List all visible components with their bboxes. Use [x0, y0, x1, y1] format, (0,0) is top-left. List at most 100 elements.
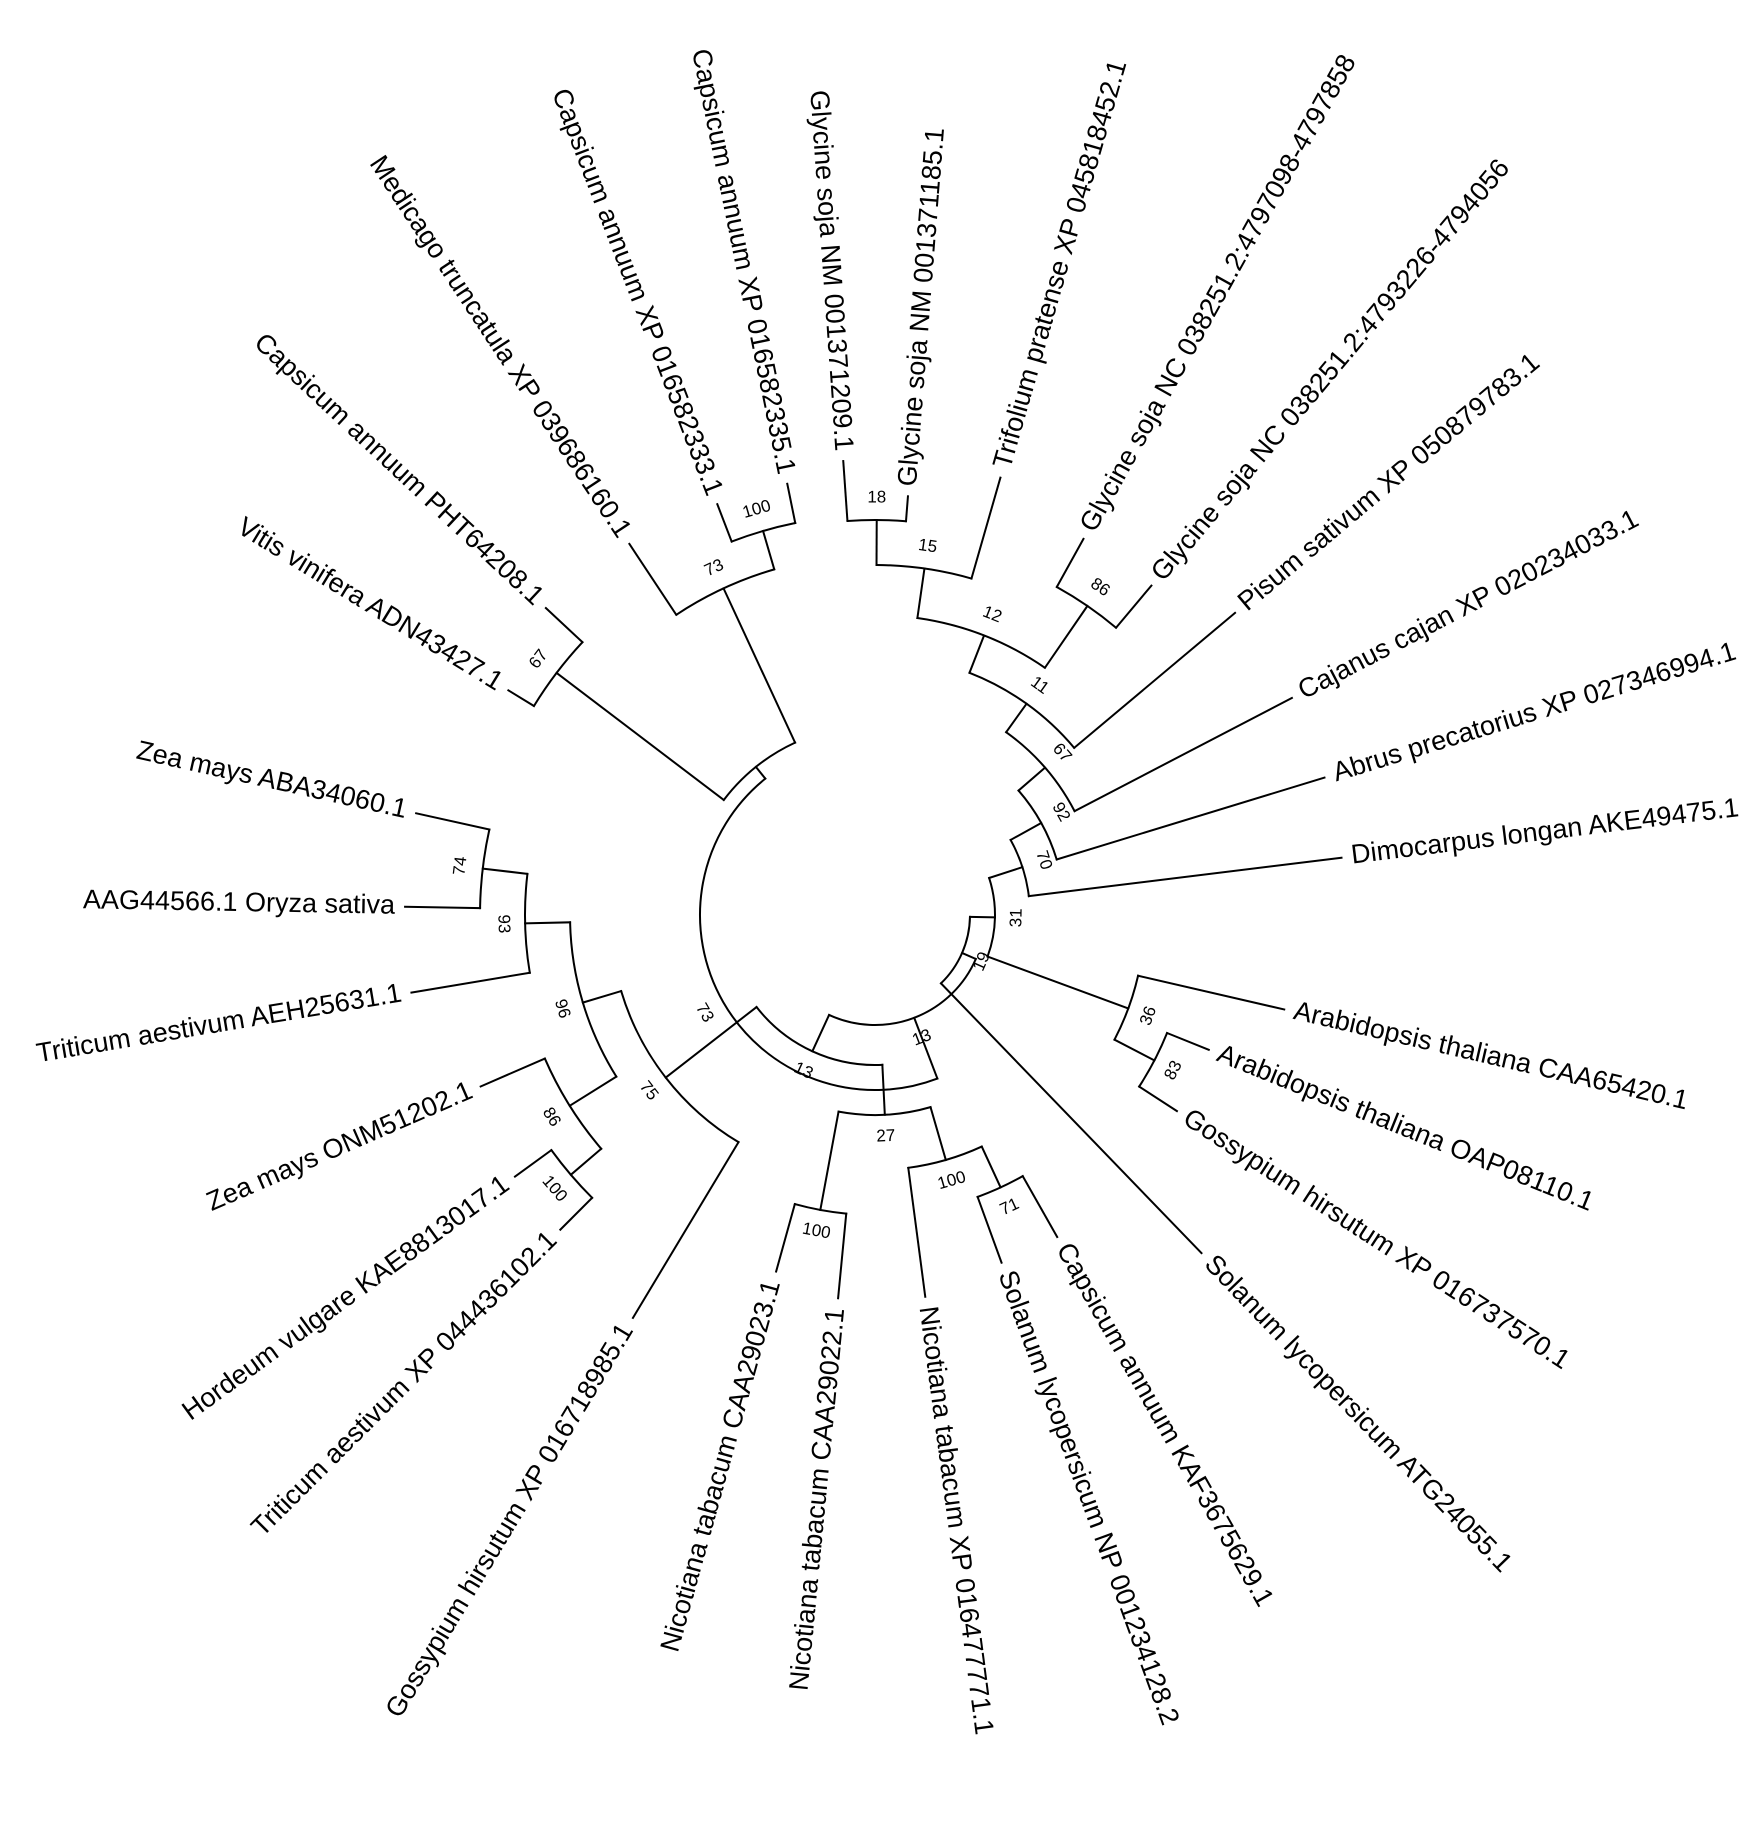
internal-branch [524, 921, 572, 925]
clade-arc [939, 915, 972, 985]
leaf-branch [716, 502, 733, 543]
leaf-branch [1165, 1031, 1211, 1052]
taxon-label: Glycine soja NM 001371209.1 [804, 89, 859, 452]
leaf-branch [1137, 1085, 1179, 1113]
internal-branch [960, 951, 978, 961]
bootstrap-value: 100 [538, 1171, 571, 1205]
leaf-branch [404, 905, 482, 910]
clade-arc [837, 1105, 932, 1116]
bootstrap-value: 96 [551, 997, 575, 1021]
bootstrap-value: 100 [740, 496, 773, 522]
bootstrap-value: 86 [539, 1104, 565, 1130]
leaf-branch [1055, 776, 1326, 861]
taxon-label: Zea mays ONM51202.1 [202, 1075, 477, 1217]
internal-branch [881, 1063, 886, 1116]
bootstrap-value: 67 [1049, 739, 1076, 766]
clade-arc [986, 876, 996, 958]
internal-branch [754, 765, 767, 781]
internal-branch [581, 989, 623, 1004]
internal-branch [1113, 1038, 1156, 1062]
taxon-label: Glycine soja NC 038251.2:4797098-4797858 [1074, 49, 1362, 536]
leaf-branch [976, 1195, 1003, 1264]
leaf-branch [410, 971, 531, 994]
clade-arc [968, 671, 1076, 750]
internal-branch [1009, 821, 1043, 842]
bootstrap-value: 12 [980, 602, 1005, 627]
clade-arc [1004, 730, 1076, 813]
internal-branch [1004, 702, 1028, 734]
clade-arc [619, 989, 740, 1144]
leaf-branch [544, 606, 584, 644]
clade-arc [755, 1005, 884, 1066]
taxon-label: Zea mays ABA34060.1 [134, 735, 410, 824]
leaf-branch [842, 460, 849, 523]
bootstrap-value: 83 [1160, 1057, 1186, 1083]
bootstrap-value: 18 [867, 487, 886, 506]
taxon-label: Trifolium pratense XP 045818452.1 [987, 56, 1133, 471]
bootstrap-values: 7313193170926711121518863683132710071100… [449, 487, 1185, 1242]
internal-branch [1017, 766, 1047, 792]
internal-branch [980, 1145, 1002, 1189]
bootstrap-value: 100 [801, 1219, 832, 1243]
internal-branch [568, 1075, 618, 1108]
internal-branch [722, 587, 797, 744]
taxon-labels: Glycine soja NM 001371209.1 Glycine soja … [34, 46, 1740, 1736]
bootstrap-value: 93 [494, 914, 513, 933]
bootstrap-value: 73 [692, 1000, 718, 1026]
leaf-branch [904, 495, 910, 523]
clade-arc [1055, 585, 1118, 630]
internal-branch [811, 1013, 831, 1053]
leaf-branch [631, 1140, 740, 1320]
internal-branch [986, 955, 1130, 1010]
clade-arc [875, 563, 973, 580]
taxon-label: Gossypium hirsutum XP 016737570.1 [1178, 1102, 1575, 1375]
taxon-label: Nicotiana tabacum XP 016477771.1 [914, 1304, 1000, 1736]
taxon-label: Triticum aestivum AEH25631.1 [34, 978, 404, 1069]
bootstrap-value: 67 [525, 646, 552, 673]
taxon-label: Dimocarpus longan AKE49475.1 [1349, 792, 1740, 869]
tree-branches [404, 460, 1343, 1320]
leaf-branch [1114, 584, 1153, 630]
leaf-branch [479, 1057, 547, 1088]
clade-arc [524, 872, 531, 974]
clade-arc [1137, 1031, 1169, 1088]
bootstrap-value: 100 [935, 1167, 968, 1193]
leaf-branch [1021, 1174, 1059, 1239]
leaf-branch [1055, 537, 1085, 589]
internal-branch [555, 671, 726, 802]
leaf-branch [1073, 696, 1294, 813]
clade-arc [674, 568, 776, 617]
clade-arc [1009, 838, 1030, 898]
taxon-label: Solanum lycopersicum NP 001234128.2 [993, 1266, 1186, 1729]
clade-arc [479, 828, 491, 910]
bootstrap-value: 73 [701, 555, 726, 580]
leaf-branch [774, 1202, 797, 1273]
internal-branch [664, 1005, 758, 1079]
bootstrap-value: 27 [876, 1126, 896, 1146]
leaf-branch [628, 542, 678, 617]
bootstrap-value: 86 [1087, 574, 1113, 600]
taxon-label: AAG44566.1 Oryza sativa [83, 884, 397, 919]
bootstrap-value: 13 [909, 1025, 933, 1049]
taxon-label: Glycine soja NM 001371185.1 [892, 126, 950, 487]
taxon-label: Nicotiana tabacum CAA29023.1 [655, 1277, 787, 1655]
bootstrap-value: 19 [969, 949, 994, 974]
clade-arc [532, 640, 584, 708]
clade-arc [907, 1145, 984, 1169]
leaf-branch [786, 482, 797, 525]
leaf-branch [1136, 974, 1286, 1011]
clade-arc [699, 777, 939, 1091]
leaf-branch [506, 688, 536, 708]
bootstrap-value: 71 [997, 1194, 1022, 1219]
clade-arc [543, 1057, 603, 1151]
internal-branch [1043, 604, 1089, 670]
leaf-branch [1072, 611, 1237, 750]
internal-branch [968, 634, 986, 675]
leaf-branch [1027, 856, 1343, 898]
bootstrap-value: 15 [917, 535, 938, 556]
clade-arc [1017, 789, 1058, 861]
leaf-branch [939, 981, 1203, 1255]
leaf-branch [558, 1196, 594, 1232]
clade-arc [569, 921, 618, 1079]
